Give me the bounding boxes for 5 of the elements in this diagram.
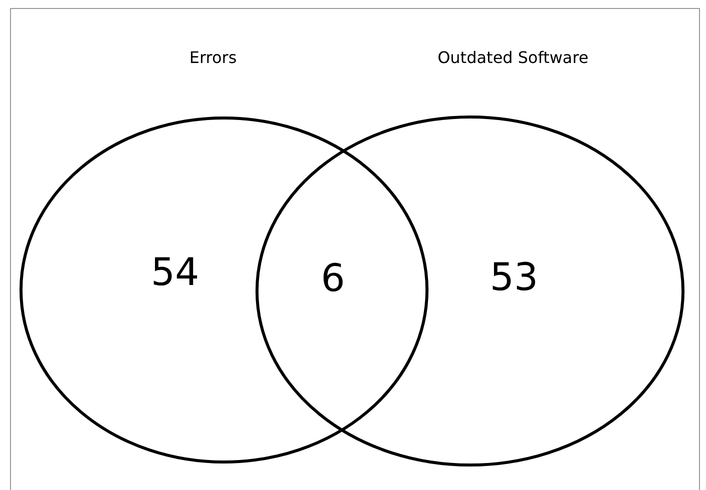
overlap-count: 6 bbox=[320, 256, 346, 300]
count-value: 54 bbox=[150, 250, 200, 294]
count-value: 53 bbox=[490, 255, 538, 299]
set-title: Errors bbox=[189, 48, 237, 67]
set-title: Outdated Software bbox=[438, 48, 588, 67]
